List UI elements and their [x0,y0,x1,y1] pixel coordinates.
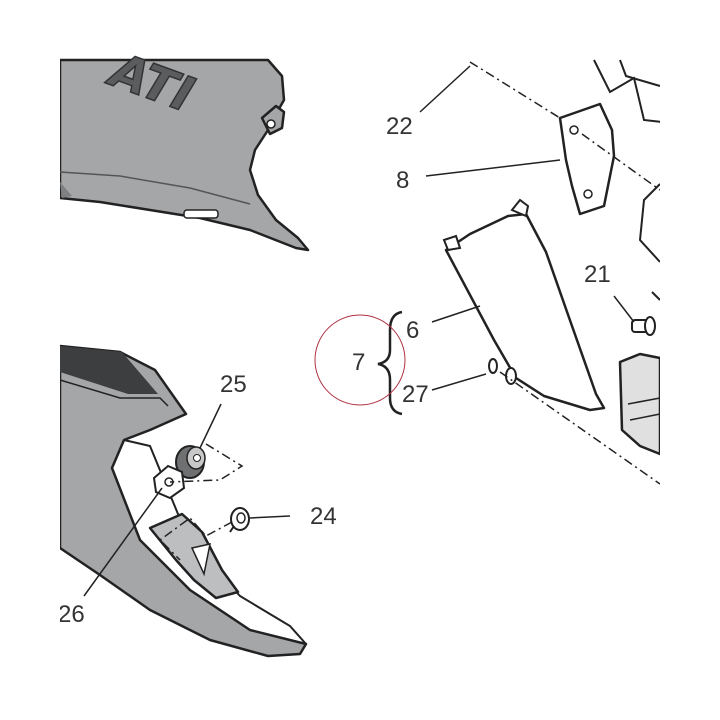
group-brace [377,310,403,416]
right-margin-mask [660,0,720,720]
screw-24 [229,507,250,533]
right-edge-assembly [618,291,662,456]
callout-25: 25 [220,371,247,398]
fairing-stripe [60,346,158,394]
callout-8: 8 [396,167,409,194]
callout-21: 21 [584,261,611,288]
callout-6: 6 [406,317,419,344]
leader-lines [83,61,661,597]
callout-26: 26 [58,601,85,628]
callout-7: 7 [352,349,365,376]
hex-nut-26 [152,464,186,500]
callout-22: 22 [386,113,413,140]
upper-fairing-panel: ATI [58,40,310,252]
callout-labels: 22 8 21 6 7 27 25 24 26 [58,113,611,628]
fastener-21 [631,316,656,336]
callout-27: 27 [402,381,429,408]
inner-cover-panel [442,198,606,412]
frame-bracket [558,59,663,263]
callout-highlight-circle [314,314,406,406]
left-margin-mask [0,0,60,720]
callout-24: 24 [310,503,337,530]
grommet-25 [175,445,206,479]
lower-fairing-panel [58,344,308,658]
